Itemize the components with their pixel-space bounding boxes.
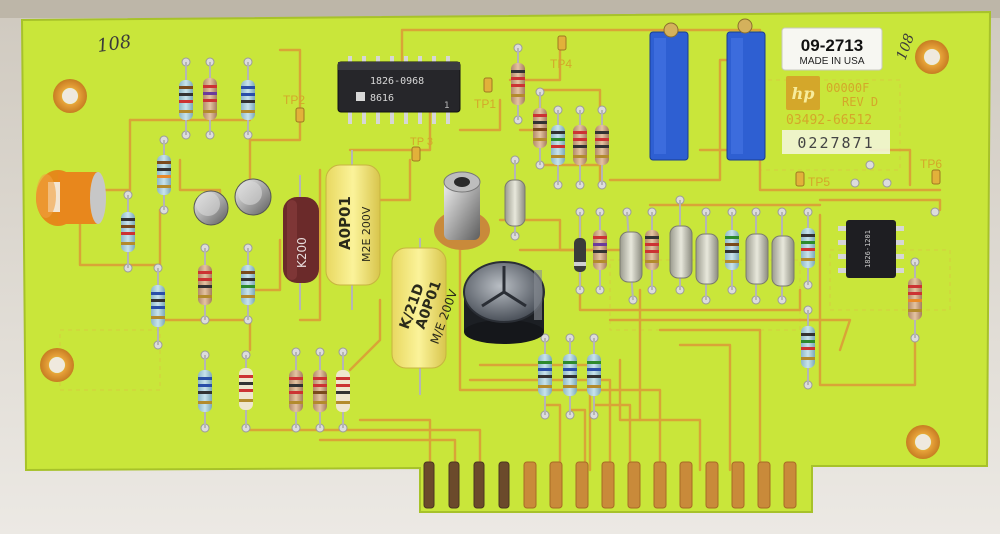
transistors	[193, 178, 272, 226]
label-sticker: 09-2713 MADE IN USA	[781, 27, 883, 71]
mounting-holes	[40, 40, 949, 459]
soic-chip: 1826-1201	[838, 220, 904, 278]
hp-logo-icon: hp	[792, 84, 815, 103]
silk-assembly: 03492-66512	[786, 113, 872, 128]
film1-text2: M2E 200V	[360, 206, 373, 262]
capacitor-orange	[36, 170, 106, 226]
edge-connector	[423, 461, 797, 509]
film1-text: A0P01	[336, 196, 354, 250]
soic-text: 1826-1201	[864, 230, 872, 268]
dip-part-text: 1826-0968	[370, 76, 424, 87]
handwritten-note-left: 108	[96, 31, 133, 57]
copper-traces	[78, 28, 942, 472]
dip-date-text: 8616	[370, 93, 394, 104]
trimpots	[649, 18, 766, 161]
tp2-label: TP2	[283, 93, 305, 107]
capacitor-brown: K200	[283, 175, 319, 310]
silk-code-1: 00000F	[826, 81, 869, 95]
resistors	[121, 48, 922, 428]
tp4-label: TP4	[550, 57, 572, 71]
label-part-number: 09-2713	[801, 36, 863, 55]
metal-tube-component	[434, 171, 490, 250]
capacitor-electrolytic-black	[463, 261, 545, 344]
tp5-label: TP5	[808, 175, 830, 189]
test-point-posts	[295, 35, 941, 187]
serial-number: 0227871	[797, 134, 874, 152]
test-point-labels: TP1 TP2 TP 3 TP4 TP5 TP6	[283, 57, 942, 189]
hp-logo-block: hp 00000F REV D 03492-66512 0227871	[782, 76, 890, 154]
brown-cap-text: K200	[295, 237, 309, 268]
label-made-in: MADE IN USA	[799, 56, 864, 67]
dip-pin-text: 1	[444, 101, 450, 111]
dip-ic-main: 1826-0968 8616 1	[337, 56, 461, 124]
capacitor-film-1: A0P01 M2E 200V	[325, 150, 381, 310]
tp3-label: TP 3	[410, 136, 433, 148]
tp6-label: TP6	[920, 157, 942, 171]
silk-code-2: REV D	[842, 95, 878, 109]
tp1-label: TP1	[474, 97, 496, 111]
